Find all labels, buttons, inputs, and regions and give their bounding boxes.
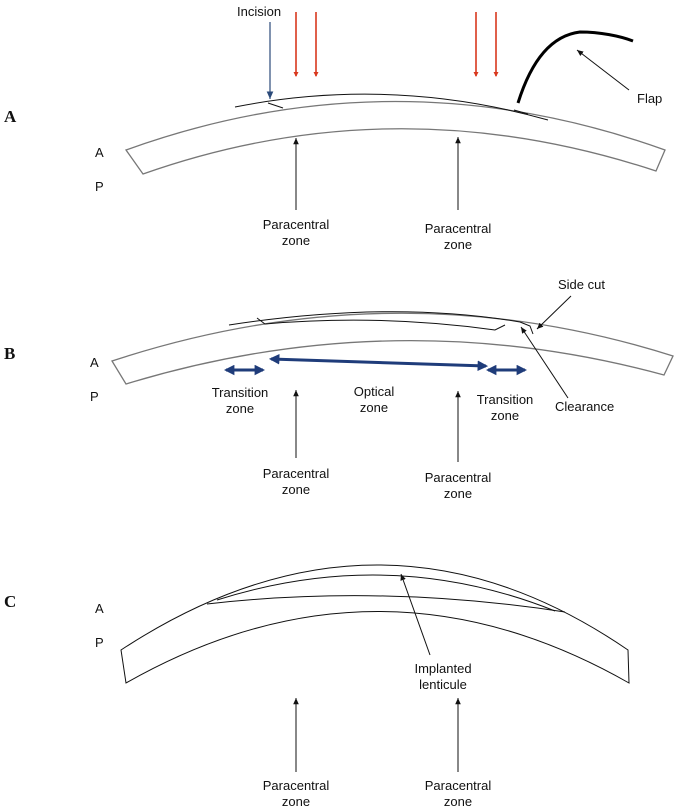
paracentral-label-b-right-line1: Paracentral — [425, 470, 492, 485]
clearance-label: Clearance — [555, 399, 614, 414]
transition-label-right-line2: zone — [491, 408, 519, 423]
flap-arrow — [576, 49, 630, 91]
paracentral-label-c-left-line2: zone — [282, 794, 310, 809]
panel-c: C A P Implanted lenticule Paracentral zo… — [4, 564, 630, 809]
paracentral-label-b-right-line2: zone — [444, 486, 472, 501]
side-cut-label: Side cut — [558, 277, 605, 292]
panel-b-letter: B — [4, 344, 15, 363]
paracentral-label-a-left-line2: zone — [282, 233, 310, 248]
paracentral-label-c-left-line1: Paracentral — [263, 778, 330, 793]
flap-label: Flap — [637, 91, 662, 106]
incision-mark-right — [513, 109, 529, 115]
cornea-a — [124, 100, 666, 175]
paracentral-label-b-left-line1: Paracentral — [263, 466, 330, 481]
transition-label-left-line2: zone — [226, 401, 254, 416]
transition-label-right-line1: Transition — [477, 392, 534, 407]
optical-label-line1: Optical — [354, 384, 395, 399]
flap-interface-a — [234, 93, 549, 121]
incision-mark-left — [267, 102, 284, 109]
panel-b-anterior-label: A — [90, 355, 99, 370]
panel-c-anterior-label: A — [95, 601, 104, 616]
lenticule-lower-b — [256, 317, 506, 331]
cornea-c — [120, 564, 630, 684]
lenticule-upper-b — [228, 311, 521, 326]
optical-label-line2: zone — [360, 400, 388, 415]
clearance-arrow — [520, 326, 569, 399]
incision-label: Incision — [237, 4, 281, 19]
panel-b-posterior-label: P — [90, 389, 99, 404]
side-cut-b — [519, 321, 534, 335]
paracentral-label-a-right-line1: Paracentral — [425, 221, 492, 236]
paracentral-label-c-right-line1: Paracentral — [425, 778, 492, 793]
panel-a-anterior-label: A — [95, 145, 104, 160]
paracentral-label-a-right-line2: zone — [444, 237, 472, 252]
side-cut-arrow — [536, 295, 572, 330]
implanted-label-line2: lenticule — [419, 677, 467, 692]
implanted-arrow — [400, 573, 431, 656]
panel-a-posterior-label: P — [95, 179, 104, 194]
optical-zone-arrow — [268, 354, 489, 371]
flap-curve — [516, 30, 634, 104]
transition-label-left-line1: Transition — [212, 385, 269, 400]
panel-a: A A P Incision Flap Paracentral zone Par… — [4, 4, 666, 252]
panel-a-letter: A — [4, 107, 17, 126]
paracentral-label-a-left-line1: Paracentral — [263, 217, 330, 232]
panel-c-posterior-label: P — [95, 635, 104, 650]
panel-c-letter: C — [4, 592, 16, 611]
lenticule-upper-c — [216, 574, 556, 612]
paracentral-label-b-left-line2: zone — [282, 482, 310, 497]
panel-b: B A P Side cut Clearance Transition zone… — [4, 277, 674, 501]
cornea-b — [111, 312, 674, 385]
implanted-label-line1: Implanted — [414, 661, 471, 676]
lenticule-lower-c — [206, 595, 566, 613]
paracentral-label-c-right-line2: zone — [444, 794, 472, 809]
